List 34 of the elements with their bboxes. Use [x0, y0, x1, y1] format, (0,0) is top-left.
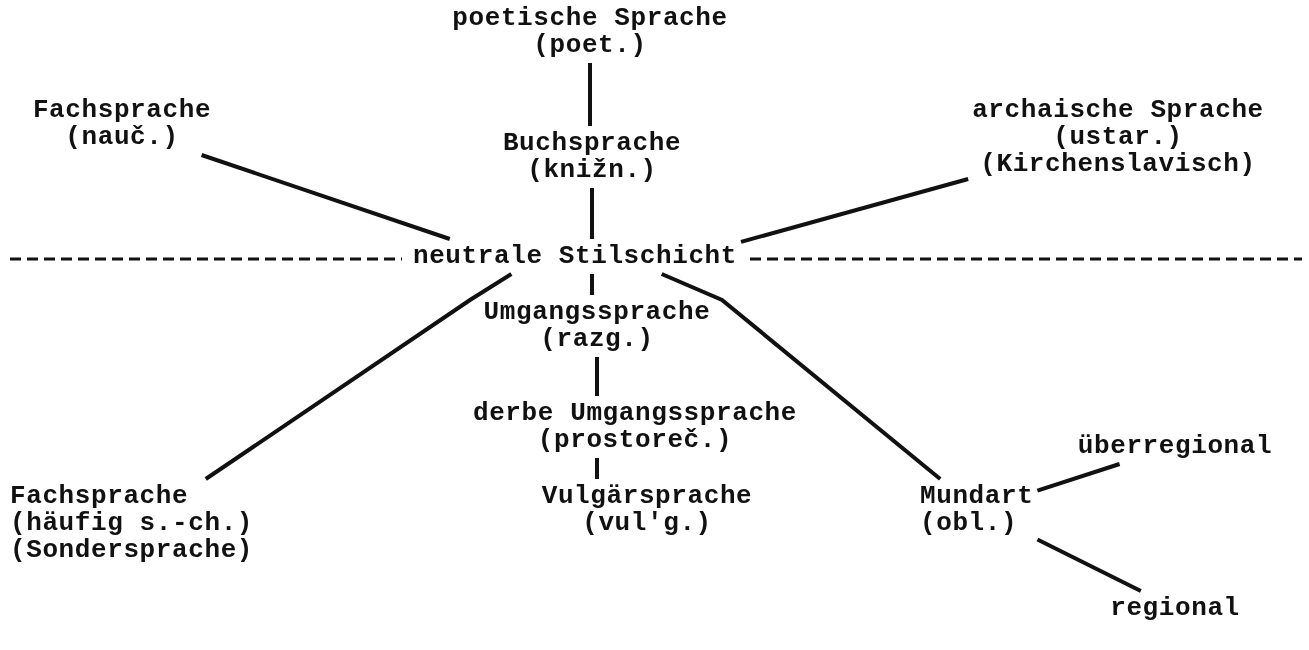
term-label: überregional [1077, 433, 1273, 460]
connector-line [200, 153, 451, 241]
connector-line [1036, 537, 1142, 593]
term-label: (nauč.) [65, 124, 179, 151]
term-label: Fachsprache [10, 483, 189, 510]
connector-line [1036, 462, 1121, 493]
term-label: (prostoreč.) [537, 427, 733, 454]
term-label: (poet.) [533, 32, 647, 59]
connector-line [590, 188, 594, 239]
connector-line [588, 63, 592, 126]
term-label: archaische Sprache [972, 97, 1264, 124]
connector-line [590, 274, 594, 295]
term-label: regional [1110, 595, 1240, 622]
term-label: (obl.) [920, 510, 1018, 537]
term-label: Umgangssprache [483, 299, 711, 326]
term-label: (knižn.) [527, 157, 657, 184]
term-label: neutrale Stilschicht [412, 243, 738, 270]
term-label: (razg.) [540, 326, 654, 353]
term-label: derbe Umgangssprache [472, 400, 798, 427]
term-label: (vul'g.) [582, 510, 712, 537]
term-label: (ustar.) [1053, 124, 1183, 151]
term-label: Fachsprache [32, 97, 212, 124]
term-label: Mundart [920, 483, 1034, 510]
connector-line [740, 177, 969, 244]
term-label: Buchsprache [502, 130, 682, 157]
term-label: (häufig s.-ch.) [10, 510, 254, 537]
connector-line [204, 272, 513, 481]
connector-line [595, 458, 599, 479]
term-label: poetische Sprache [452, 5, 728, 32]
term-label: Vulgärsprache [541, 483, 753, 510]
term-label: (Kirchenslavisch) [980, 151, 1256, 178]
connector-line [595, 357, 599, 396]
term-label: (Sondersprache) [10, 537, 254, 564]
connector-line [660, 272, 942, 481]
